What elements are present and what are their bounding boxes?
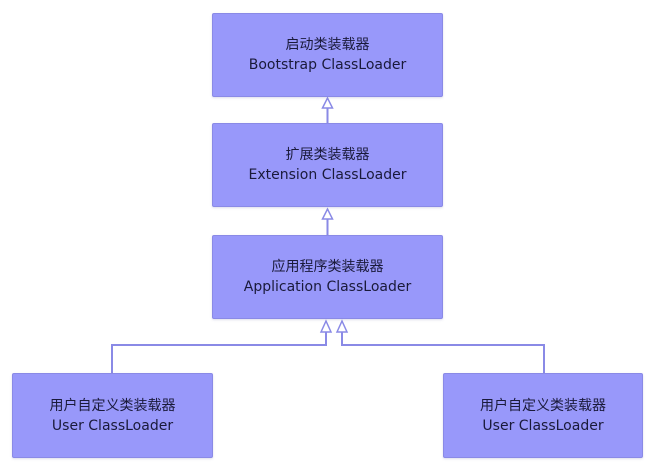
node-application-classloader: 应用程序类装载器 Application ClassLoader	[212, 235, 443, 319]
arrowhead-application-right	[335, 319, 349, 333]
node-label-cn: 应用程序类装载器	[271, 259, 384, 275]
node-user-classloader-right: 用户自定义类装载器 User ClassLoader	[443, 373, 643, 458]
edge-user-right-to-application	[341, 322, 545, 373]
node-bootstrap-classloader: 启动类装载器 Bootstrap ClassLoader	[212, 13, 443, 97]
node-label-en: User ClassLoader	[51, 417, 174, 434]
node-user-classloader-left: 用户自定义类装载器 User ClassLoader	[12, 373, 213, 458]
arrowhead-extension	[321, 207, 334, 220]
node-label-en: Application ClassLoader	[243, 279, 412, 295]
node-label-cn: 用户自定义类装载器	[480, 397, 606, 414]
node-label-en: Bootstrap ClassLoader	[248, 57, 407, 73]
node-label-cn: 启动类装载器	[285, 37, 370, 53]
edge-user-left-to-application	[111, 322, 327, 373]
node-extension-classloader: 扩展类装载器 Extension ClassLoader	[212, 123, 443, 207]
node-label-cn: 扩展类装载器	[285, 147, 370, 163]
arrowhead-application-left	[319, 319, 333, 333]
node-label-en: User ClassLoader	[482, 417, 604, 434]
node-label-en: Extension ClassLoader	[248, 167, 407, 183]
node-label-cn: 用户自定义类装载器	[49, 397, 176, 414]
arrowhead-bootstrap	[321, 96, 334, 109]
